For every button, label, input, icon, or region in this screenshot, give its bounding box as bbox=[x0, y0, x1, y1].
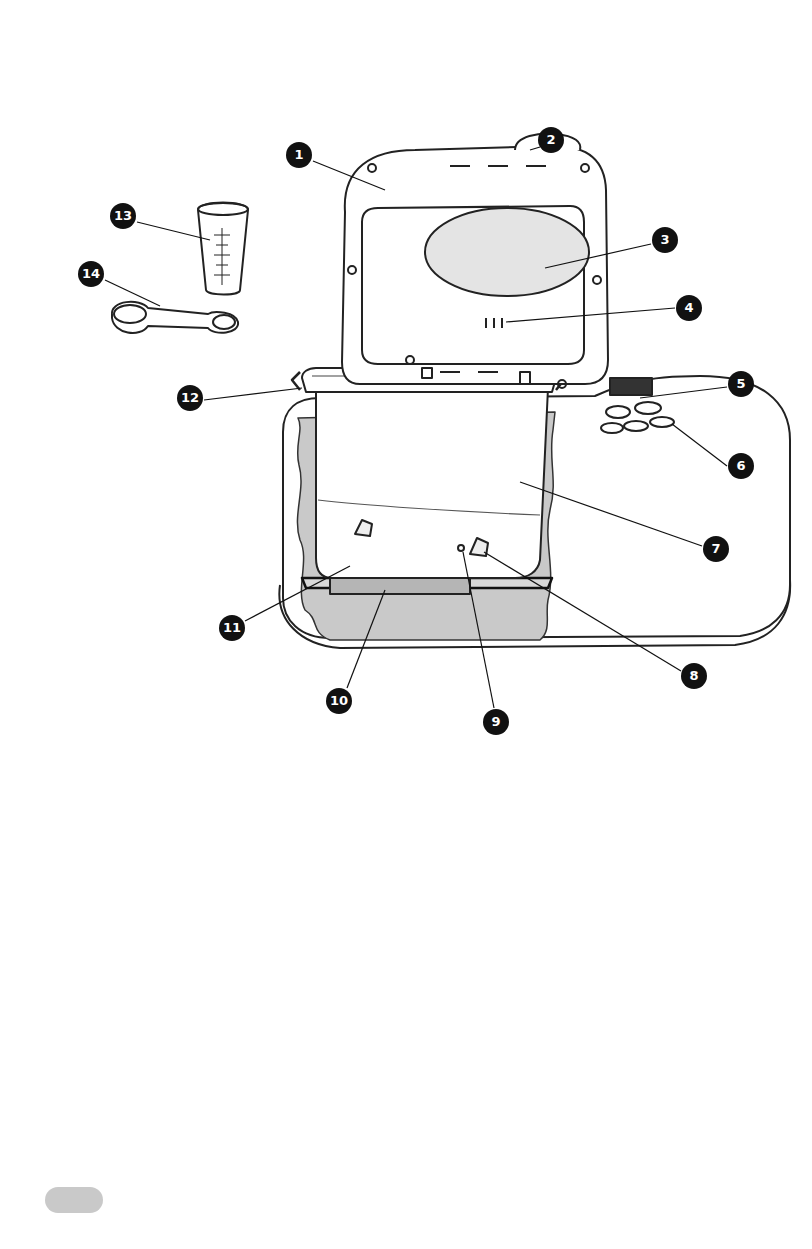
callout-number: 4 bbox=[676, 295, 702, 321]
callout-number: 1 bbox=[286, 142, 312, 168]
callout-number: 13 bbox=[110, 203, 136, 229]
callout-number: 3 bbox=[652, 227, 678, 253]
callout-number: 10 bbox=[326, 688, 352, 714]
callout-number: 9 bbox=[483, 709, 509, 735]
callout-number: 7 bbox=[703, 536, 729, 562]
callout-number: 8 bbox=[681, 663, 707, 689]
callout-number: 6 bbox=[728, 453, 754, 479]
callout-number: 12 bbox=[177, 385, 203, 411]
callout-number: 5 bbox=[728, 371, 754, 397]
callout-number: 14 bbox=[78, 261, 104, 287]
callout-number: 2 bbox=[538, 127, 564, 153]
callout-number: 11 bbox=[219, 615, 245, 641]
